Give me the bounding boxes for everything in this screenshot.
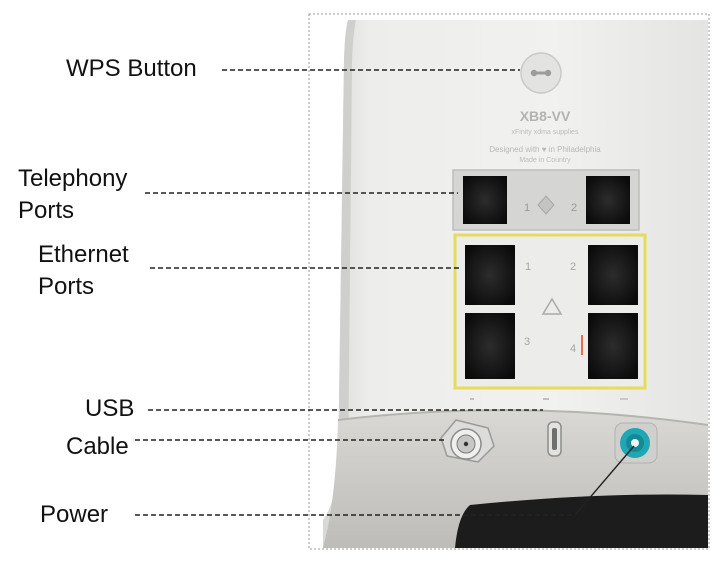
wps-label: WPS Button — [66, 55, 197, 82]
device-model: XB8-VV — [520, 108, 571, 124]
usb-mark — [543, 398, 549, 400]
ethernet-port-4-indicator — [581, 335, 583, 355]
cable-connector — [440, 419, 495, 463]
ethernet-port-3 — [465, 313, 515, 379]
ethernet-port-4 — [588, 313, 638, 379]
ethernet-num-1: 1 — [525, 261, 531, 273]
telephony-port-2 — [586, 176, 630, 224]
router-foot — [455, 494, 708, 548]
power-label: Power — [40, 501, 109, 528]
telephony-num-2: 2 — [571, 202, 577, 214]
device-made-line2: Made in Country — [519, 157, 571, 164]
telephony-label-line1: Telephony — [18, 165, 128, 192]
callout-lines — [135, 69, 575, 516]
ethernet-num-3: 3 — [524, 336, 530, 348]
ethernet-label-line1: Ethernet — [38, 241, 129, 268]
ethernet-label-line2: Ports — [38, 273, 95, 300]
ethernet-port-1 — [465, 245, 515, 305]
base-seam — [337, 409, 709, 426]
phone-icon — [537, 195, 555, 215]
ethernet-port-2 — [588, 245, 638, 305]
wps-icon — [530, 69, 552, 77]
power-pointer-line — [574, 445, 635, 516]
telephony-port-1 — [463, 176, 507, 224]
ethernet-num-4: 4 — [570, 343, 576, 355]
ethernet-warning-icon — [541, 297, 563, 315]
cable-label: Cable — [66, 433, 129, 460]
device-tagline: xFinity xdma supplies — [512, 129, 579, 136]
usb-port — [547, 421, 562, 457]
telephony-num-1: 1 — [524, 202, 530, 214]
telephony-label-line2: Ports — [18, 197, 75, 224]
router-body-edge — [323, 20, 356, 548]
usb-label: USB — [85, 395, 135, 422]
power-port — [614, 422, 658, 464]
ethernet-num-2: 2 — [570, 261, 576, 273]
power-mark — [620, 398, 628, 400]
cable-mark — [470, 398, 474, 400]
device-made-line: Designed with ♥ in Philadelphia — [489, 145, 601, 154]
